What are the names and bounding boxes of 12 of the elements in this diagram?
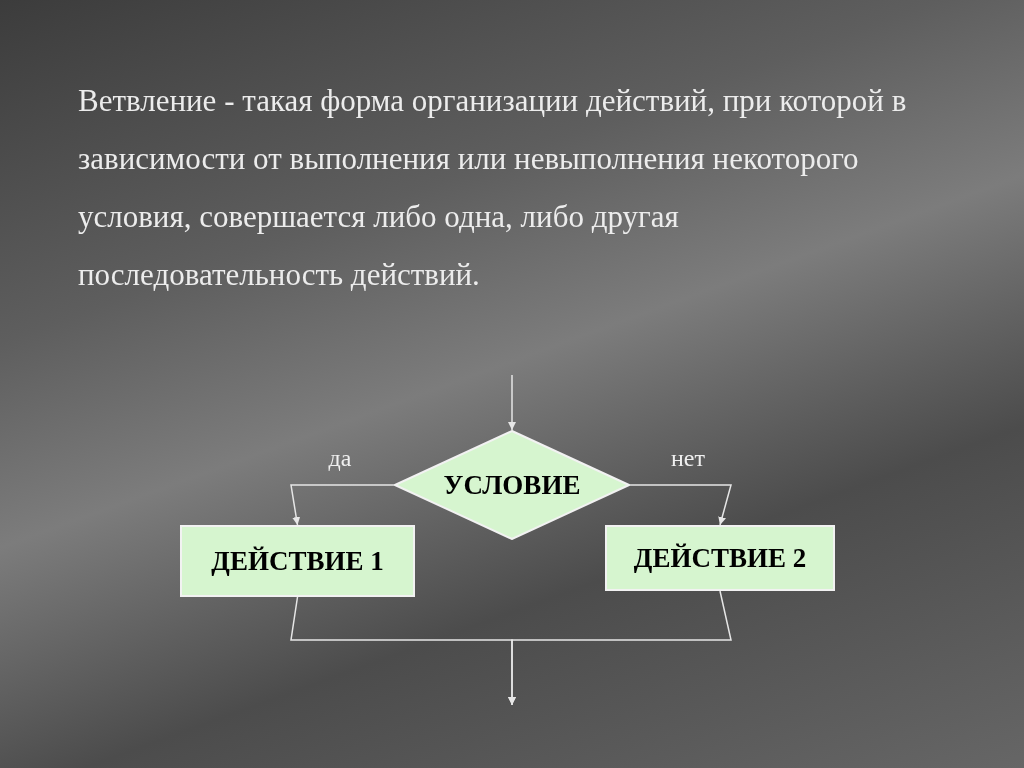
- edge-label: да: [328, 444, 352, 472]
- arrow: [508, 590, 732, 706]
- arrow: [508, 374, 516, 431]
- action-label: ДЕЙСТВИЕ 1: [211, 545, 384, 577]
- definition-text: Ветвление - такая форма организации действий, при которой в зависимости от выполнения или невыполнения некоторого условия, совершается либо одна, либо другая последовательность действий.: [78, 82, 908, 294]
- condition-label: УСЛОВИЕ: [443, 469, 581, 501]
- process-box: [605, 525, 835, 591]
- process-box: [180, 525, 415, 597]
- action-label: ДЕЙСТВИЕ 2: [633, 542, 807, 574]
- arrow: [290, 484, 395, 526]
- arrow: [629, 484, 732, 526]
- edge-label: нет: [671, 444, 705, 472]
